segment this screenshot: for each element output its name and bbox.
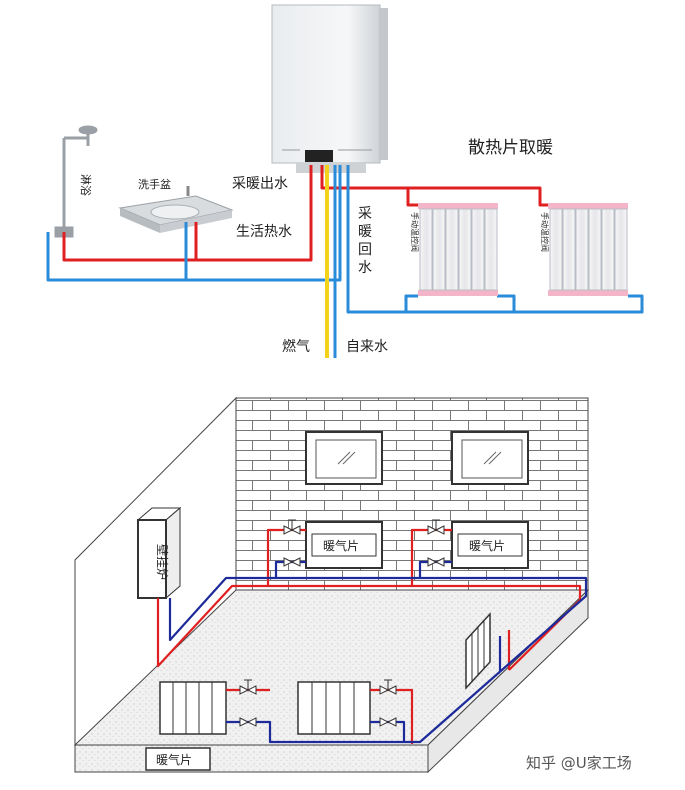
side-radiator: [465, 612, 491, 690]
wall-radiator-1: 暖气片: [305, 521, 383, 569]
basin-label: 洗手盆: [138, 177, 171, 191]
valves: [239, 519, 445, 727]
floor-radiator-label-box: 暖气片: [145, 747, 211, 771]
heating-return-pipe-2: [404, 294, 418, 312]
valve-icon: [379, 717, 397, 727]
wall-boiler-box: 壁挂炉: [136, 506, 182, 600]
heating-return-pipe-3: [497, 294, 516, 312]
valve-icon: [239, 679, 257, 695]
pipes-top: [46, 165, 644, 358]
valve-icon: [427, 519, 445, 535]
wash-basin: [118, 186, 234, 233]
return-pipe-main: [168, 576, 588, 744]
hot-water-label: 生活热水: [236, 224, 292, 240]
valve-icon: [427, 557, 445, 567]
window-left: [305, 431, 383, 485]
bottom-diagram: 暖气片 暖气片 壁挂炉: [73, 396, 632, 774]
valve-icon: [239, 717, 257, 727]
watermark: 知乎 @U家工场: [526, 754, 632, 772]
valve-icon: [283, 519, 301, 535]
window-right: [451, 431, 529, 485]
valve-label-right: 手动温控阀: [540, 212, 550, 252]
wall-radiator-2: 暖气片: [451, 521, 529, 569]
valve-label-left: 手动温控阀: [410, 212, 420, 252]
gas-label: 燃气: [282, 338, 310, 355]
shower-label: 淋浴: [79, 174, 92, 196]
title-label: 散热片取暖: [468, 138, 553, 158]
radiator-left: [418, 203, 498, 296]
tap-water-label: 自来水: [346, 339, 388, 355]
floor-radiator-1: [159, 681, 227, 735]
valve-icon: [379, 679, 397, 695]
heating-return-char: 水: [358, 260, 372, 276]
heating-return-char: 回: [358, 242, 372, 258]
heating-out-pipe-2: [408, 186, 548, 207]
floor-radiator-2: [297, 681, 371, 735]
top-diagram: 散热片取暖 淋浴 洗手盆 采暖出水 生活热水 采 暖 回 水 燃气 自来水 手动…: [46, 4, 644, 358]
boiler-label: 壁挂炉: [155, 544, 170, 580]
wall-radiator-2-label: 暖气片: [469, 538, 505, 553]
heating-return-char: 采: [358, 206, 372, 222]
radiator-left-fins: [419, 208, 498, 291]
cold-supply-pipe: [46, 165, 342, 282]
heating-return-pipe: [346, 165, 644, 314]
valve-icon: [283, 557, 301, 567]
heating-out-label: 采暖出水: [232, 176, 288, 192]
heating-return-char: 暖: [358, 224, 372, 240]
wall-radiator-1-label: 暖气片: [323, 538, 359, 553]
floor-radiator-label: 暖气片: [156, 752, 192, 767]
heating-return-label: 采 暖 回 水: [358, 206, 372, 276]
radiator-right: [548, 203, 628, 296]
wall-boiler-unit: [271, 4, 388, 173]
